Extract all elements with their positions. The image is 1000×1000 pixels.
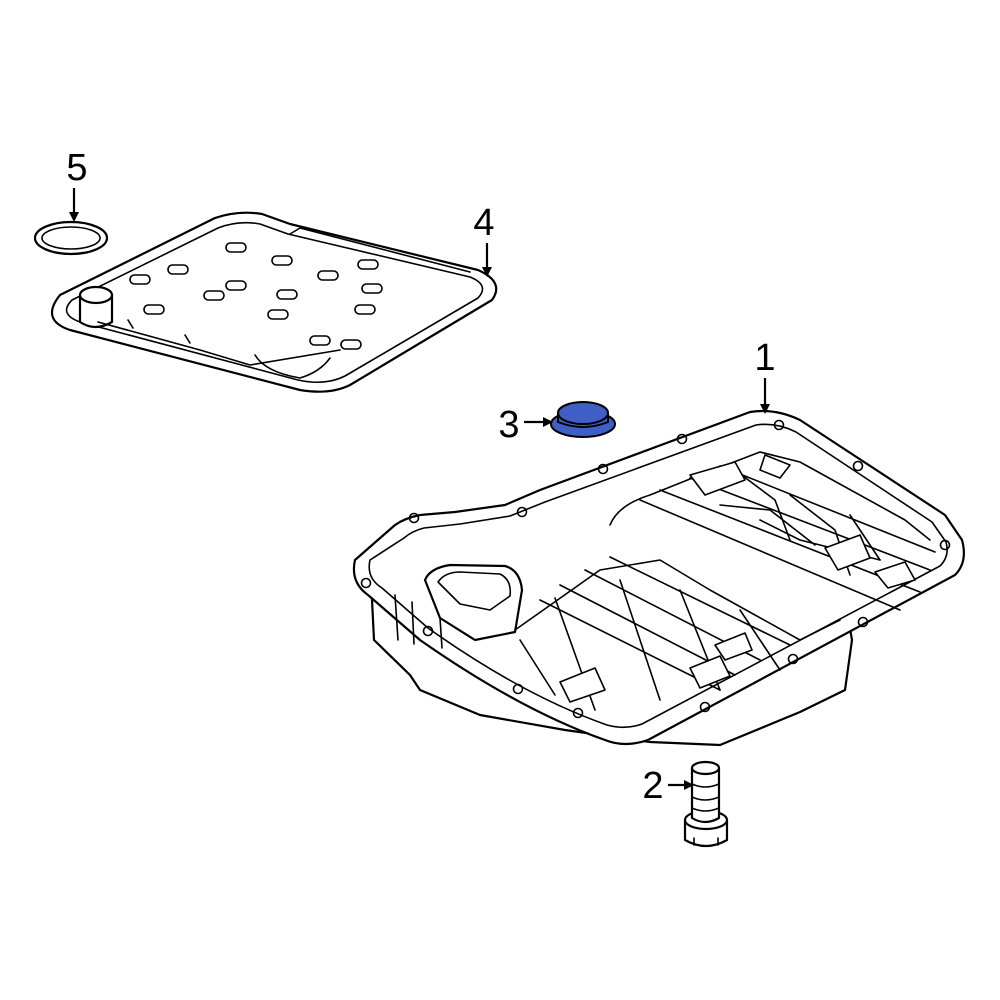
drain-plug-part[interactable] <box>683 760 729 848</box>
o-ring-part[interactable] <box>33 220 109 256</box>
callout-label-1: 1 <box>754 337 775 379</box>
callout-5: 5 <box>66 147 88 222</box>
callout-label-3: 3 <box>498 404 519 446</box>
callout-label-2: 2 <box>642 765 663 807</box>
callout-1: 1 <box>754 337 776 414</box>
callout-4: 4 <box>473 202 495 277</box>
plug-part[interactable] <box>550 401 616 438</box>
callout-2: 2 <box>642 765 694 807</box>
callout-3: 3 <box>498 404 553 446</box>
callout-label-4: 4 <box>473 202 494 244</box>
oil-pan-part[interactable] <box>352 409 965 747</box>
filter-part[interactable] <box>50 211 498 393</box>
callout-label-5: 5 <box>66 147 87 189</box>
